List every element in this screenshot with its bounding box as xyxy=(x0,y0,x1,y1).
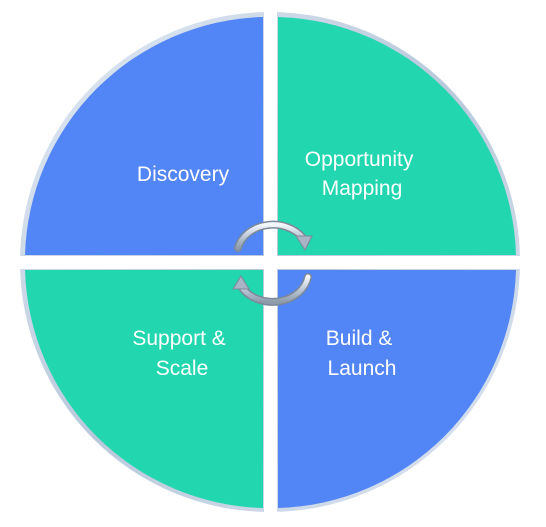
quadrant-opportunity-mapping xyxy=(278,17,516,255)
quadrant-label-discovery: Discovery xyxy=(137,163,230,186)
quadrant-label-support-scale: Support & Scale xyxy=(132,327,231,380)
opportunity-mapping-label-line-2: Mapping xyxy=(322,177,403,200)
discovery-label-line-1: Discovery xyxy=(137,163,230,186)
quadrant-support-scale xyxy=(25,270,263,508)
opportunity-mapping-label-line-1: Opportunity xyxy=(305,148,414,171)
quadrant-label-opportunity-mapping: Opportunity Mapping xyxy=(305,148,419,200)
build-launch-label-line-1: Build & xyxy=(326,327,393,350)
quadrant-build-launch xyxy=(278,270,516,508)
quadrant-group xyxy=(25,17,516,508)
circular-refresh-arrows-icon xyxy=(232,220,313,306)
support-scale-label-line-2: Scale xyxy=(156,357,209,380)
quadrant-label-build-launch: Build & Launch xyxy=(326,327,398,380)
upper-arc-arrow-icon xyxy=(234,220,313,252)
quadrant-discovery xyxy=(25,17,263,255)
support-scale-label-line-1: Support & xyxy=(132,327,225,350)
lower-arc-arrow-icon xyxy=(232,273,312,306)
horizontal-separator xyxy=(20,256,521,269)
build-launch-label-line-2: Launch xyxy=(328,357,397,380)
